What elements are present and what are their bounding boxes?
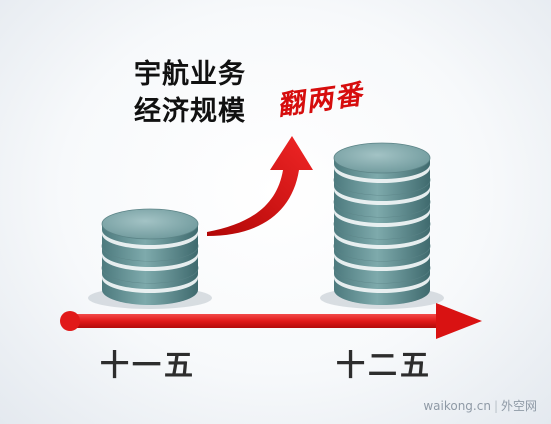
- period-label-second: 十二五: [336, 348, 433, 382]
- timeline-start-dot: [60, 311, 80, 331]
- second-stack-coin-6: [333, 142, 431, 195]
- timeline-arrowhead-icon: [436, 303, 482, 339]
- watermark-domain: waikong.cn: [423, 399, 491, 413]
- period-label-first: 十一五: [100, 348, 197, 382]
- growth-arrow-icon: [207, 136, 313, 236]
- watermark-site: 外空网: [500, 399, 537, 413]
- first-stack-coin-3: [101, 208, 199, 261]
- headline-line-2: 经济规模: [134, 96, 246, 127]
- coin-stack-second-period: [333, 142, 431, 305]
- headline-line-1: 宇航业务: [134, 59, 246, 90]
- coin-stack-first-period: [101, 208, 199, 305]
- headline: 宇航业务 经济规模: [134, 56, 246, 130]
- watermark-separator: |: [493, 399, 498, 413]
- timeline-bar: [72, 314, 440, 328]
- watermark: waikong.cn|外空网: [423, 397, 537, 414]
